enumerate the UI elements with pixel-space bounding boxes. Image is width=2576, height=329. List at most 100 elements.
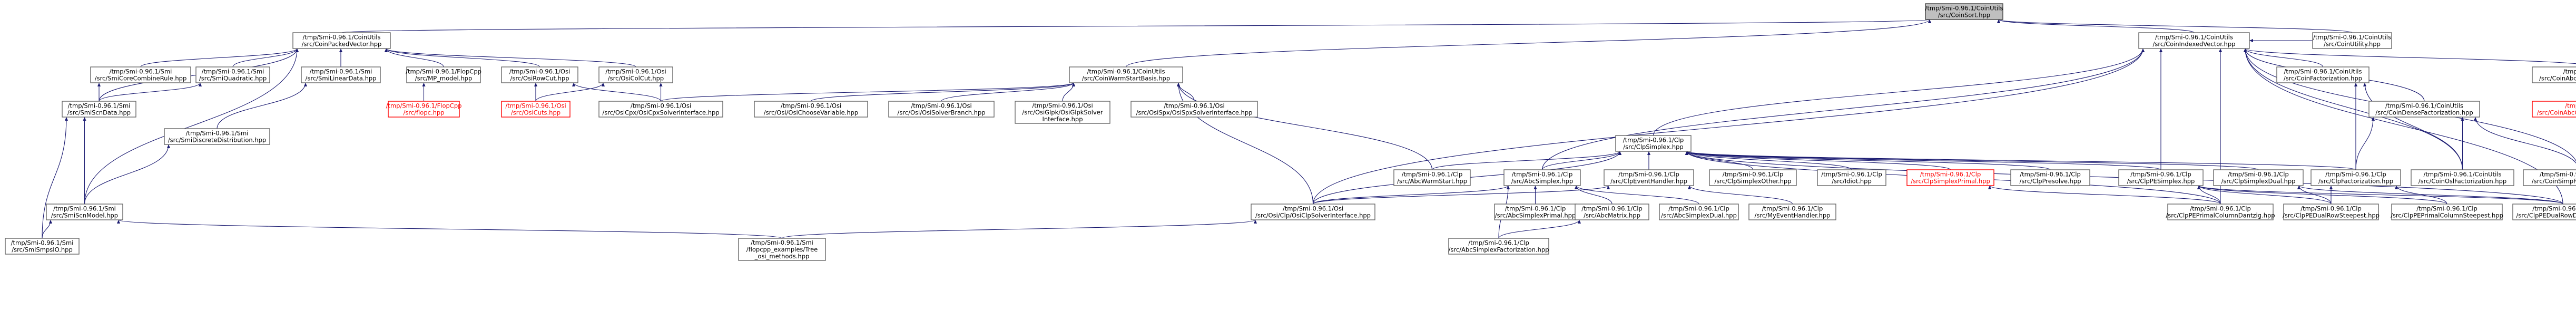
node-label-line: /src/ClpSimplex.hpp xyxy=(1623,143,1683,151)
node-label-line: /src/SmiLinearData.hpp xyxy=(306,75,377,82)
node-myevent[interactable]: /tmp/Smi-0.96.1/Clp/src/MyEventHandler.h… xyxy=(1748,204,1836,220)
edge-abcwarm-to-ws xyxy=(1176,82,1433,170)
node-sicdata[interactable]: /tmp/Smi-0.96.1/Smi/src/SmiScnData.hpp xyxy=(62,101,136,118)
node-glpk[interactable]: /tmp/Smi-0.96.1/Osi/src/OsiGlpk/OsiGlpkS… xyxy=(1015,101,1110,124)
node-mpm[interactable]: /tmp/Smi-0.96.1/FlopCpp/src/MP_model.hpp xyxy=(406,66,481,83)
node-abcwarm[interactable]: /tmp/Smi-0.96.1/Clp/src/AbcWarmStart.hpp xyxy=(1393,169,1471,186)
node-util[interactable]: /tmp/Smi-0.96.1/CoinUtils/src/CoinUtilit… xyxy=(2312,32,2392,49)
node-label-line: /tmp/Smi-0.96.1/Clp xyxy=(1723,171,1784,178)
node-abccommon[interactable]: /tmp/Smi-0.96.1/Clp/src/CoinAbcCommonFac… xyxy=(2532,101,2576,118)
node-box xyxy=(2310,169,2401,186)
node-spx[interactable]: /tmp/Smi-0.96.1/Osi/src/OsiSpx/OsiSpxSol… xyxy=(1130,101,1258,118)
node-label-line: /src/Osi/Clp/OsiClpSolverInterface.hpp xyxy=(1255,212,1371,219)
node-box xyxy=(2276,66,2369,83)
node-label-line: /tmp/Smi-0.96.1/Smi xyxy=(68,102,131,110)
node-pedrs[interactable]: /tmp/Smi-0.96.1/Clp/src/ClpPEDualRowStee… xyxy=(2283,204,2380,220)
edge-osiclp-to-abcsimplex xyxy=(1312,185,1510,205)
node-clpother[interactable]: /tmp/Smi-0.96.1/Clp/src/ClpSimplexOther.… xyxy=(1709,169,1797,186)
node-colcut[interactable]: /tmp/Smi-0.96.1/Osi/src/OsiColCut.hpp xyxy=(598,66,673,83)
node-label-line: /src/CoinIndexedVector.hpp xyxy=(2153,41,2236,48)
node-label-line: /src/OsiCuts.hpp xyxy=(511,109,561,117)
node-clpevent[interactable]: /tmp/Smi-0.96.1/Clp/src/ClpEventHandler.… xyxy=(1604,169,1694,186)
node-pesimplex[interactable]: /tmp/Smi-0.96.1/Clp/src/ClpPESimplex.hpp xyxy=(2118,169,2204,186)
node-label-line: /src/ClpEventHandler.hpp xyxy=(1610,178,1687,185)
node-label-line: /src/SmiDiscreteDistribution.hpp xyxy=(168,137,266,144)
node-label-line: /tmp/Smi-0.96.1/Clp xyxy=(1505,205,1566,212)
node-flopc[interactable]: /tmp/Smi-0.96.1/FlopCpp/src/flopc.hpp xyxy=(386,101,462,118)
node-label-line: /src/CoinOslFactorization.hpp xyxy=(2418,178,2506,185)
node-pv[interactable]: /tmp/Smi-0.96.1/CoinUtils/src/CoinPacked… xyxy=(292,32,391,49)
edge-coinsimpfact-to-densefact xyxy=(2473,117,2576,164)
node-primal[interactable]: /tmp/Smi-0.96.1/Clp/src/ClpSimplexPrimal… xyxy=(1906,169,1994,186)
node-abcdual[interactable]: /tmp/Smi-0.96.1/Clp/src/AbcSimplexDual.h… xyxy=(1659,204,1739,220)
node-box xyxy=(2213,169,2304,186)
node-label-line: /tmp/Smi-0.96.1/Clp xyxy=(1920,171,1981,178)
edge-coinoslfact-to-factor xyxy=(2363,82,2463,170)
node-osicuts[interactable]: /tmp/Smi-0.96.1/Osi/src/OsiCuts.hpp xyxy=(501,101,571,118)
node-label-line: /tmp/Smi-0.96.1/Osi xyxy=(605,68,666,75)
node-presolve[interactable]: /tmp/Smi-0.96.1/Clp/src/ClpPresolve.hpp xyxy=(2010,169,2090,186)
node-rowcut[interactable]: /tmp/Smi-0.96.1/Osi/src/OsiRowCut.hpp xyxy=(501,66,578,83)
node-label-line: /tmp/Smi-0.96.1/CoinUtils xyxy=(2540,171,2576,178)
node-label-line: /tmp/Smi-0.96.1/CoinUtils xyxy=(2424,171,2502,178)
edge-smpsio-to-scnmodel xyxy=(42,219,53,239)
node-pepcsteep[interactable]: /tmp/Smi-0.96.1/Clp/src/ClpPEPrimalColum… xyxy=(2391,204,2503,220)
node-branch[interactable]: /tmp/Smi-0.96.1/Osi/src/Osi/OsiSolverBra… xyxy=(888,101,995,118)
node-label-line: /src/ClpSimplexDual.hpp xyxy=(2221,178,2296,185)
node-label-line: /src/CoinPackedVector.hpp xyxy=(302,41,382,48)
node-osicpx[interactable]: /tmp/Smi-0.96.1/Osi/src/OsiCpx/OsiCpxSol… xyxy=(598,101,723,118)
node-cgr[interactable]: /tmp/Smi-0.96.1/Smi/src/SmiCoreCombineRu… xyxy=(90,66,191,83)
node-lin[interactable]: /tmp/Smi-0.96.1/Smi/src/SmiLinearData.hp… xyxy=(301,66,381,83)
edge-rowcut-to-pv xyxy=(385,48,540,67)
dependency-nodes: /tmp/Smi-0.96.1/CoinUtils/src/CoinSort.h… xyxy=(5,3,2576,261)
node-flopcex[interactable]: /tmp/Smi-0.96.1/Smi/flopcpp_examples/Tre… xyxy=(738,238,826,261)
node-abcprimal[interactable]: /tmp/Smi-0.96.1/Clp/src/AbcSimplexPrimal… xyxy=(1494,204,1577,220)
node-iv[interactable]: /tmp/Smi-0.96.1/CoinUtils/src/CoinIndexe… xyxy=(2138,32,2250,49)
node-choose[interactable]: /tmp/Smi-0.96.1/Osi/src/Osi/OsiChooseVar… xyxy=(754,101,868,118)
node-root[interactable]: /tmp/Smi-0.96.1/CoinUtils/src/CoinSort.h… xyxy=(1925,3,2003,20)
node-box xyxy=(195,66,270,83)
node-abcsimplexfact[interactable]: /tmp/Smi-0.96.1/Clp/src/AbcSimplexFactor… xyxy=(1448,238,1549,255)
node-factor[interactable]: /tmp/Smi-0.96.1/CoinUtils/src/CoinFactor… xyxy=(2276,66,2369,83)
node-quad[interactable]: /tmp/Smi-0.96.1/Smi/src/SmiQuadratic.hpp xyxy=(195,66,270,83)
node-smpsio[interactable]: /tmp/Smi-0.96.1/Smi/src/SmiSmpsIO.hpp xyxy=(5,238,80,255)
edge-clpfact-to-densefact xyxy=(2355,117,2375,170)
node-coinoslfact[interactable]: /tmp/Smi-0.96.1/CoinUtils/src/CoinOslFac… xyxy=(2411,169,2514,186)
node-idiot[interactable]: /tmp/Smi-0.96.1/Clp/src/Idiot.hpp xyxy=(1817,169,1886,186)
node-label-line: /src/ClpPEPrimalColumnDantzig.hpp xyxy=(2166,212,2275,219)
edge-scnmodel-to-discrete xyxy=(84,144,171,205)
node-ws[interactable]: /tmp/Smi-0.96.1/CoinUtils/src/CoinWarmSt… xyxy=(1069,66,1183,83)
node-clpfact[interactable]: /tmp/Smi-0.96.1/Clp/src/ClpFactorization… xyxy=(2310,169,2401,186)
node-box xyxy=(888,101,995,118)
node-label-line: /tmp/Smi-0.96.1/Clp xyxy=(2325,171,2386,178)
node-label-line: /src/CoinSimpFactorization.hpp xyxy=(2532,178,2576,185)
node-label-line: /tmp/Smi-0.96.1/Clp xyxy=(1618,171,1679,178)
node-abcsimplex[interactable]: /tmp/Smi-0.96.1/Clp/src/AbcSimplex.hpp xyxy=(1503,169,1581,186)
edge-abcsimplex-to-clpsimplex xyxy=(1541,151,1622,170)
node-clpsimplex[interactable]: /tmp/Smi-0.96.1/Clp/src/ClpSimplex.hpp xyxy=(1615,135,1692,152)
node-box xyxy=(1015,101,1110,124)
edge-presolve-to-clpsimplex xyxy=(1685,151,2051,170)
edge-iv-to-root xyxy=(1997,19,2195,33)
node-box xyxy=(1575,204,1649,220)
node-dual[interactable]: /tmp/Smi-0.96.1/Clp/src/ClpSimplexDual.h… xyxy=(2213,169,2304,186)
node-label-line: /tmp/Smi-0.96.1/Smi xyxy=(110,68,172,75)
node-label-line: /tmp/Smi-0.96.1/Clp xyxy=(2532,205,2576,212)
node-coinsimpfact[interactable]: /tmp/Smi-0.96.1/CoinUtils/src/CoinSimpFa… xyxy=(2523,169,2576,186)
node-densefact[interactable]: /tmp/Smi-0.96.1/CoinUtils/src/CoinDenseF… xyxy=(2368,101,2480,118)
node-label-line: /src/OsiRowCut.hpp xyxy=(510,75,569,82)
node-discrete[interactable]: /tmp/Smi-0.96.1/Smi/src/SmiDiscreteDistr… xyxy=(164,128,270,145)
node-box xyxy=(598,101,723,118)
node-scnmodel[interactable]: /tmp/Smi-0.96.1/Smi/src/SmiScnModel.hpp xyxy=(46,204,123,220)
node-label-line: /src/Idiot.hpp xyxy=(1832,178,1872,185)
node-label-line: /tmp/Smi-0.96.1/Osi xyxy=(509,68,570,75)
node-pedrd[interactable]: /tmp/Smi-0.96.1/Clp/src/ClpPEDualRowDant… xyxy=(2512,204,2576,220)
node-label-line: /src/AbcSimplexPrimal.hpp xyxy=(1495,212,1576,219)
edge-glpk-to-ws xyxy=(1062,82,1076,102)
node-absdense[interactable]: /tmp/Smi-0.96.1/Clp/src/CoinAbcDenseFact… xyxy=(2532,66,2576,83)
node-osiclp[interactable]: /tmp/Smi-0.96.1/Osi/src/Osi/Clp/OsiClpSo… xyxy=(1251,204,1375,220)
node-label-line: /tmp/Smi-0.96.1/Clp xyxy=(2300,205,2362,212)
node-pepcs[interactable]: /tmp/Smi-0.96.1/Clp/src/ClpPEPrimalColum… xyxy=(2166,204,2275,220)
node-abcmatrix[interactable]: /tmp/Smi-0.96.1/Clp/src/AbcMatrix.hpp xyxy=(1575,204,1649,220)
